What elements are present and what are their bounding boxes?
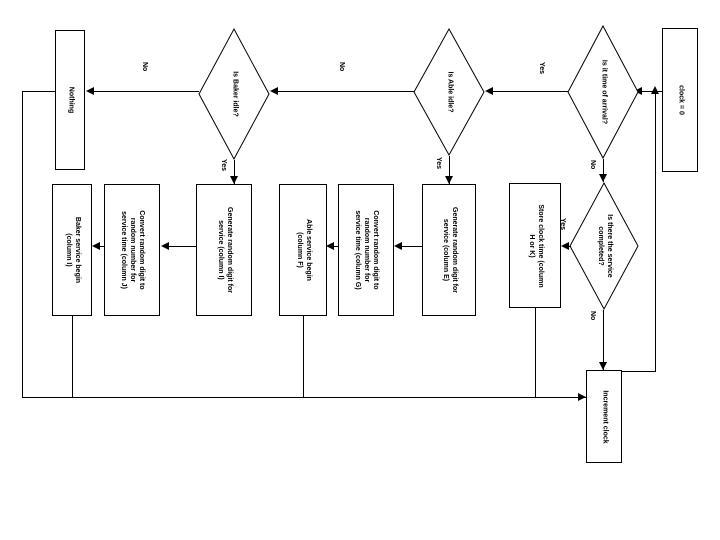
node-baker-gen-digit[interactable]: Generate random digit for service (colum… xyxy=(196,184,252,316)
return-bus-arrowhead xyxy=(578,393,586,401)
node-store-clock[interactable]: Store clock time (column H or K) xyxy=(509,183,561,308)
node-able-convert[interactable]: Convert random digit to random number fo… xyxy=(338,184,394,316)
edge-able-no xyxy=(272,91,414,92)
node-baker-convert-label: Convert random digit to random number fo… xyxy=(120,210,146,290)
node-nothing[interactable]: Nothing xyxy=(55,30,85,170)
node-able-begin-label: Able service begin (column F) xyxy=(296,219,312,281)
node-service-complete[interactable]: Is there the service completed? xyxy=(569,181,639,311)
edge-able-gen-to-convert xyxy=(398,246,423,247)
node-increment-clock[interactable]: Increment clock xyxy=(586,370,622,463)
node-arrival-check[interactable]: Is it time of arrival? xyxy=(567,24,639,160)
edge-label-arrival-no: No xyxy=(589,160,596,170)
edge-service-yes-arrowhead xyxy=(561,242,569,250)
drop-store-clock xyxy=(535,308,536,397)
edge-service-no xyxy=(603,310,604,370)
node-able-gen-digit-label: Generate random digit for service (colum… xyxy=(442,207,458,293)
edge-baker-convert-to-begin-arrowhead xyxy=(92,242,100,250)
node-able-begin[interactable]: Able service begin (column F) xyxy=(279,184,327,316)
edge-label-arrival-yes: Yes xyxy=(538,62,545,75)
edge-able-convert-to-begin-arrowhead xyxy=(326,242,334,250)
arrival-check-shape xyxy=(567,24,639,160)
edge-increment-to-start-arrowhead xyxy=(651,86,659,94)
node-baker-idle[interactable]: Is Baker idle? xyxy=(198,27,270,161)
service-complete-shape xyxy=(569,181,639,311)
baker-idle-shape xyxy=(198,27,270,161)
node-increment-clock-label: Increment clock xyxy=(601,389,609,444)
node-nothing-label: Nothing xyxy=(67,86,75,114)
edge-label-baker-yes: Yes xyxy=(220,159,227,172)
edge-label-able-no: No xyxy=(338,62,345,72)
edge-baker-no-arrowhead xyxy=(86,87,94,95)
node-baker-begin[interactable]: Baker service begin (column I) xyxy=(52,184,92,316)
edge-label-service-no: No xyxy=(589,311,596,321)
node-clock-init-label: clock = 0 xyxy=(677,85,685,115)
node-baker-gen-digit-label: Generate random digit for service (colum… xyxy=(217,207,233,293)
edge-arrival-no-arrowhead xyxy=(599,174,607,182)
edge-baker-yes xyxy=(234,160,235,184)
edge-able-yes xyxy=(449,156,450,184)
nothing-feedback-vertical xyxy=(22,91,23,398)
edge-arrival-yes-arrowhead xyxy=(485,87,493,95)
edge-baker-gen-to-convert-arrowhead xyxy=(161,242,169,250)
node-baker-convert[interactable]: Convert random digit to random number fo… xyxy=(104,184,160,316)
edge-able-gen-to-convert-arrowhead xyxy=(394,242,402,250)
node-able-convert-label: Convert random digit to random number fo… xyxy=(354,210,380,290)
edge-arrival-no xyxy=(603,159,604,182)
node-baker-begin-label: Baker service begin (column I) xyxy=(65,216,81,284)
node-store-clock-label: Store clock time (column H or K) xyxy=(528,203,544,288)
edge-clock-to-arrival xyxy=(636,91,662,92)
node-able-idle[interactable]: Is Able idle? xyxy=(413,27,485,157)
edge-able-yes-arrowhead xyxy=(445,176,453,184)
edge-label-baker-no: No xyxy=(141,62,148,72)
edge-baker-yes-arrowhead xyxy=(230,176,238,184)
edge-baker-no xyxy=(88,91,199,92)
edge-service-no-arrowhead xyxy=(599,362,607,370)
drop-baker-begin xyxy=(72,316,73,397)
drop-able-begin xyxy=(303,316,304,397)
able-idle-shape xyxy=(413,27,485,157)
edge-increment-to-start-horizontal xyxy=(622,371,656,372)
edge-baker-gen-to-convert xyxy=(165,246,197,247)
edge-arrival-yes xyxy=(487,91,568,92)
edge-baker-convert-to-begin xyxy=(96,246,105,247)
edge-able-no-arrowhead xyxy=(270,87,278,95)
edge-increment-to-start-vertical xyxy=(655,92,656,371)
node-able-gen-digit[interactable]: Generate random digit for service (colum… xyxy=(422,184,476,316)
node-clock-init[interactable]: clock = 0 xyxy=(662,28,698,172)
return-bus xyxy=(22,397,587,398)
nothing-feedback-horizontal xyxy=(22,91,56,92)
edge-label-able-yes: Yes xyxy=(435,157,442,170)
edge-able-convert-to-begin xyxy=(330,246,339,247)
